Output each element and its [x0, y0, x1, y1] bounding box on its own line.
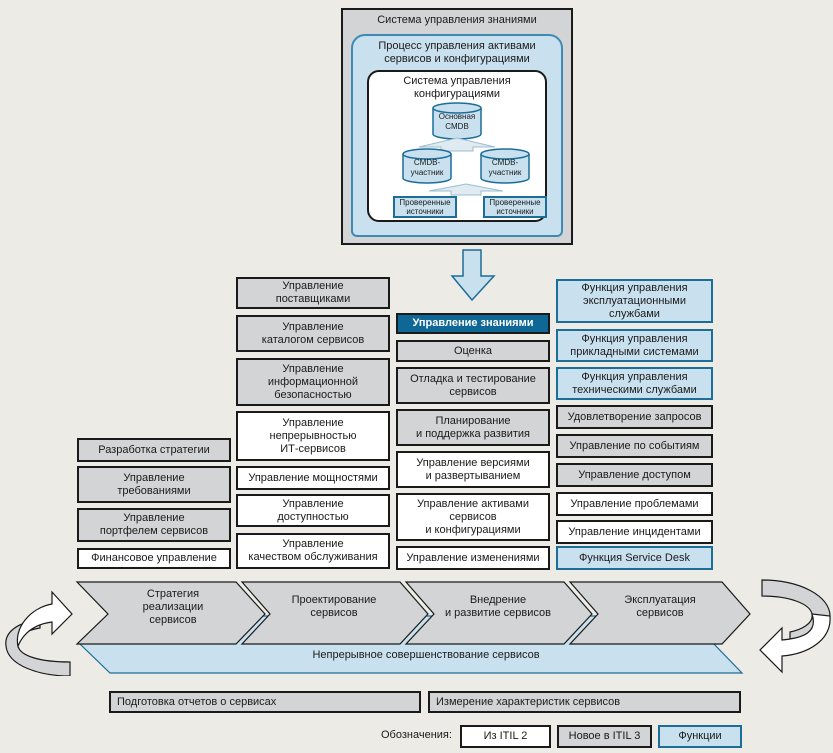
- process-availability-management: Управление доступностью: [236, 494, 390, 527]
- process-transition-planning-support: Планирование и поддержка развития: [396, 409, 550, 446]
- function-service-desk: Функция Service Desk: [556, 546, 713, 570]
- down-arrow-icon: [450, 249, 496, 302]
- function-it-operations-management: Функция управления эксплуатационными слу…: [556, 279, 713, 323]
- process-financial-management: Финансовое управление: [77, 548, 231, 569]
- process-strategy-generation: Разработка стратегии: [77, 438, 231, 462]
- function-application-management: Функция управления прикладными системами: [556, 329, 713, 362]
- process-service-level-management: Управление качеством обслуживания: [236, 533, 390, 569]
- verified-sources-right: Проверенные источники: [483, 196, 547, 218]
- process-knowledge-management: Управление знаниями: [396, 313, 550, 334]
- legend-label: Обозначения:: [381, 729, 452, 741]
- knowledge-management-system: Система управления знаниями Процесс упра…: [341, 8, 573, 245]
- stage-operation-label: Эксплуатация сервисов: [624, 594, 696, 619]
- stage-strategy-label: Стратегия реализации сервисов: [142, 587, 204, 626]
- stage-design-label: Проектирование сервисов: [291, 594, 377, 619]
- process-capacity-management: Управление мощностями: [236, 466, 390, 490]
- configuration-management-system: Система управления конфигурациями: [367, 70, 547, 222]
- up-arrow-icon: [428, 183, 504, 196]
- main-cmdb-cylinder-icon: [432, 102, 482, 140]
- continual-improvement-label: Непрерывное совершенствование сервисов: [312, 648, 540, 661]
- sacm-process-title: Процесс управления активами сервисов и к…: [378, 40, 536, 65]
- up-arrow-icon: [418, 137, 496, 152]
- process-service-validation-testing: Отладка и тестирование сервисов: [396, 367, 550, 404]
- process-incident-management: Управление инцидентами: [556, 520, 713, 544]
- process-demand-management: Управление требованиями: [77, 466, 231, 503]
- verified-sources-left: Проверенные источники: [393, 196, 457, 218]
- process-request-fulfilment: Удовлетворение запросов: [556, 405, 713, 429]
- cmdb-diagram: [402, 102, 530, 196]
- process-evaluation: Оценка: [396, 340, 550, 362]
- cms-title: Система управления конфигурациями: [403, 75, 511, 100]
- participant-cmdb-right-cylinder-icon: [480, 148, 530, 184]
- participant-cmdb-right-label: CMDB- участник: [488, 158, 522, 177]
- stage-transition-label: Внедрение и развитие сервисов: [444, 594, 551, 619]
- process-release-deployment-management: Управление версиями и развертыванием: [396, 451, 550, 488]
- process-access-management: Управление доступом: [556, 463, 713, 487]
- participant-cmdb-left-cylinder-icon: [402, 148, 452, 184]
- service-reporting: Подготовка отчетов о сервисах: [109, 691, 421, 713]
- stage-transition-chevron: [404, 581, 593, 645]
- stage-strategy-chevron: [75, 581, 266, 645]
- cycle-arrow-left-icon: [5, 590, 73, 676]
- process-information-security-management: Управление информационной безопасностью: [236, 358, 390, 406]
- process-service-portfolio-management: Управление портфелем сервисов: [77, 508, 231, 542]
- service-measurement: Измерение характеристик сервисов: [428, 691, 741, 713]
- legend-new-itil3: Новое в ITIL 3: [557, 725, 652, 748]
- stage-operation-chevron: [568, 581, 751, 645]
- cycle-arrow-right-icon: [759, 579, 831, 674]
- lifecycle-band: [5, 579, 831, 676]
- legend-itil2: Из ITIL 2: [460, 725, 551, 748]
- stage-design-chevron: [240, 581, 429, 645]
- main-cmdb-label: Основная CMDB: [438, 112, 476, 131]
- process-problem-management: Управление проблемами: [556, 492, 713, 516]
- function-technical-management: Функция управления техническими службами: [556, 367, 713, 400]
- process-service-catalog-management: Управление каталогом сервисов: [236, 315, 390, 352]
- legend-functions: Функции: [658, 725, 742, 748]
- sacm-process: Процесс управления активами сервисов и к…: [351, 34, 563, 237]
- participant-cmdb-left-label: CMDB- участник: [410, 158, 444, 177]
- process-change-management: Управление изменениями: [396, 546, 550, 570]
- process-it-continuity-management: Управление непрерывностью ИТ-сервисов: [236, 411, 390, 461]
- process-service-asset-configuration-management: Управление активами сервисов и конфигура…: [396, 493, 550, 541]
- process-event-management: Управление по событиям: [556, 434, 713, 458]
- process-supplier-management: Управление поставщиками: [236, 277, 390, 309]
- knowledge-system-title: Система управления знаниями: [377, 14, 537, 26]
